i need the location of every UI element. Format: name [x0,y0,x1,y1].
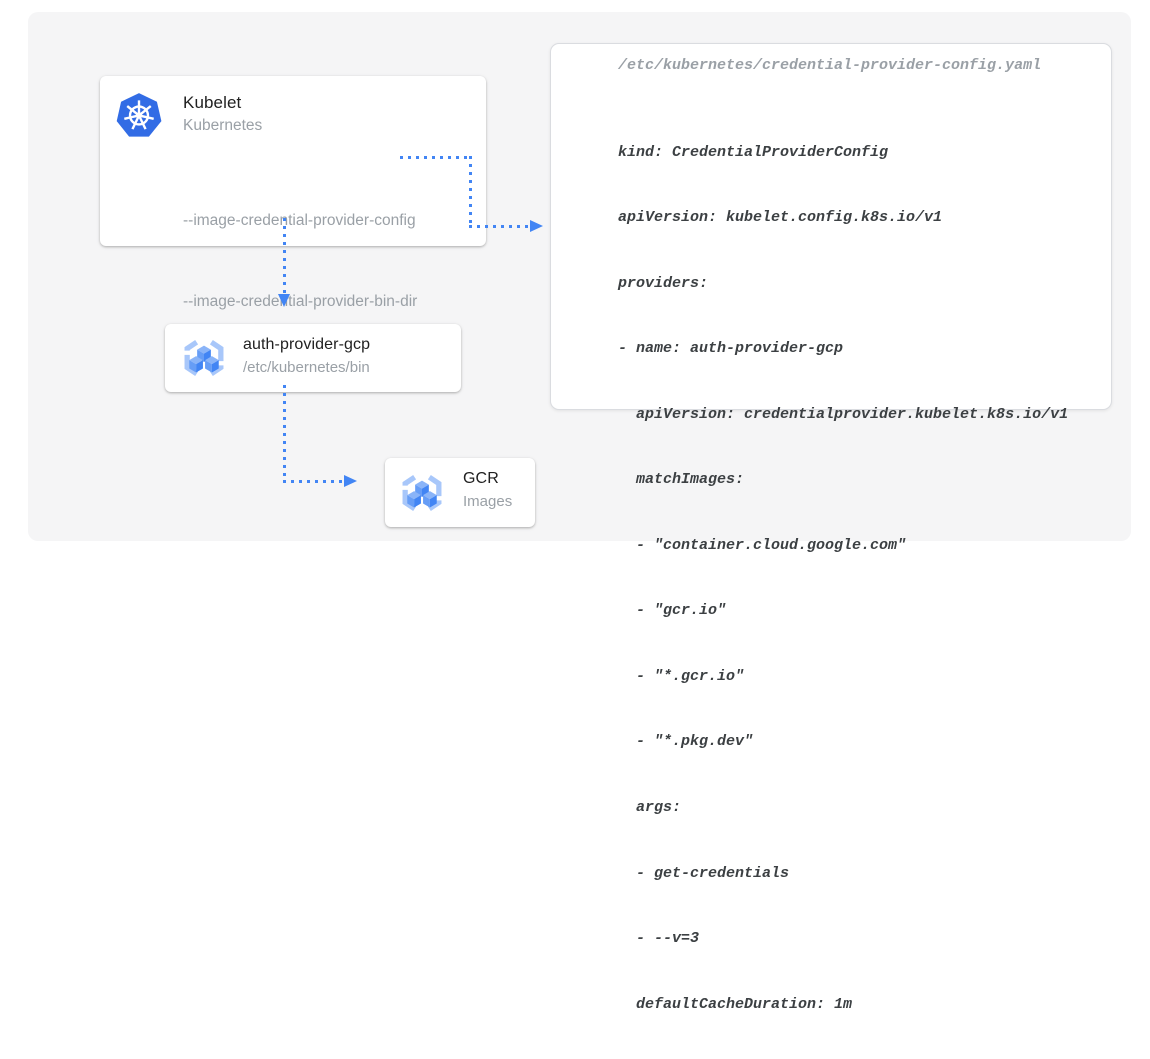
arrow-kubelet-to-config-seg1 [400,156,470,159]
yaml-line: apiVersion: credentialprovider.kubelet.k… [618,405,1069,423]
arrow-auth-to-gcr-seg2 [283,480,344,483]
yaml-line: - name: auth-provider-gcp [618,340,844,358]
gcr-subtitle: Images [463,493,513,510]
arrowhead-right-icon [344,475,357,487]
arrow-kubelet-to-config-seg3 [469,225,530,228]
kubernetes-icon [116,93,162,137]
gcr-icon [402,475,442,511]
yaml-line: - "*.gcr.io" [618,667,745,685]
yaml-line: - "container.cloud.google.com" [618,536,907,554]
yaml-line: - get-credentials [618,864,790,882]
gcr-icon [184,340,224,376]
yaml-line: kind: CredentialProviderConfig [618,143,889,161]
yaml-line: args: [618,799,682,816]
arrow-auth-to-gcr-seg1 [283,385,286,481]
kubelet-flag: --image-credential-provider-bin-dir [183,293,418,310]
arrow-kubelet-to-config-seg2 [469,156,472,228]
kubelet-flags: --image-credential-provider-config --ima… [183,153,417,369]
yaml-line: matchImages: [618,471,745,489]
kubelet-subtitle: Kubernetes [183,117,263,134]
yaml-line: - --v=3 [618,930,700,948]
yaml-line: - "*.pkg.dev" [618,733,754,751]
yaml-line: providers: [618,274,709,292]
credential-provider-config-card: /etc/kubernetes/credential-provider-conf… [550,43,1112,1013]
yaml-line: - "gcr.io" [618,602,727,620]
arrowhead-down-icon [278,294,290,307]
arrow-kubelet-to-auth-seg [283,218,286,294]
yaml-line: apiVersion: kubelet.config.k8s.io/v1 [618,209,943,227]
config-yaml-code: kind: CredentialProviderConfig apiVersio… [618,98,1068,1059]
kubelet-title: Kubelet [183,93,242,112]
auth-provider-subtitle: /etc/kubernetes/bin [243,359,370,376]
gcr-title: GCR [463,470,499,487]
auth-provider-title: auth-provider-gcp [243,336,371,353]
yaml-line: defaultCacheDuration: 1m [618,995,853,1013]
kubelet-node: Kubelet Kubernetes --image-credential-pr… [100,76,486,310]
auth-provider-gcp-node: auth-provider-gcp /etc/kubernetes/bin [165,324,461,392]
arrowhead-right-icon [530,220,543,232]
gcr-node: GCR Images [385,458,535,527]
config-file-path: /etc/kubernetes/credential-provider-conf… [618,57,1042,74]
kubelet-flag: --image-credential-provider-config [183,212,416,229]
